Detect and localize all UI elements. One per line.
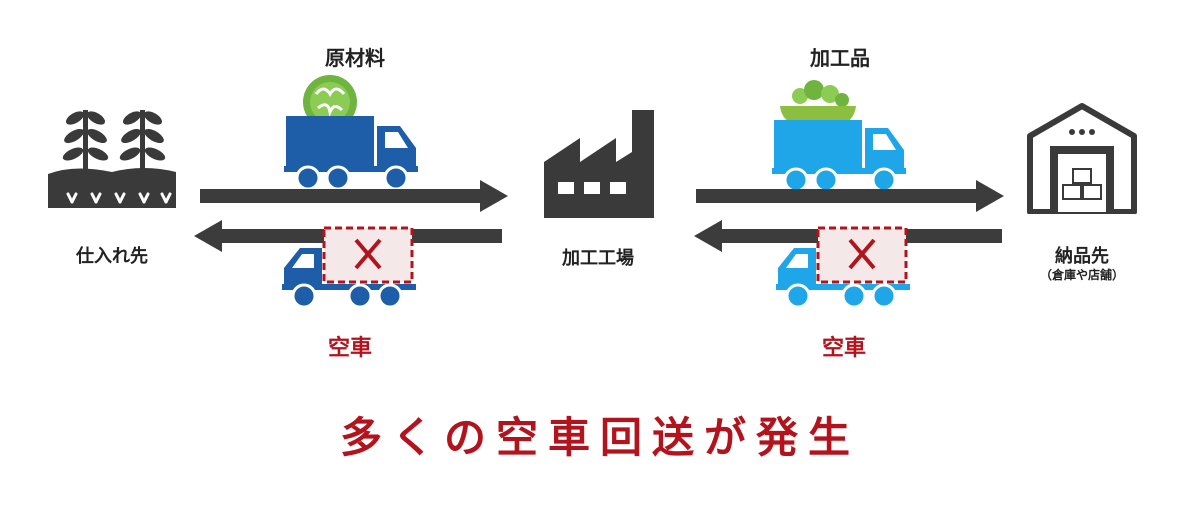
- warehouse-icon: [1026, 102, 1138, 214]
- empty-truck-icon: [774, 224, 914, 314]
- supplier-icon: [44, 102, 180, 212]
- cross-icon: [848, 238, 876, 270]
- headline: 多くの空車回送が発生: [339, 413, 860, 462]
- processed-goods-label: 加工品: [810, 46, 870, 70]
- destination-label: 納品先: [1055, 246, 1109, 267]
- arrow-supplier-to-factory: [200, 180, 508, 212]
- factory-label: 加工工場: [562, 248, 634, 269]
- loaded-truck-icon: [282, 74, 422, 194]
- supplier-label: 仕入れ先: [76, 246, 148, 267]
- empty-truck-icon: [280, 224, 420, 314]
- empty-label-left: 空車: [327, 336, 372, 361]
- arrow-factory-to-destination: [696, 180, 1004, 212]
- factory-icon: [540, 108, 656, 220]
- empty-label-right: 空車: [821, 336, 866, 361]
- lettuce-icon: [303, 75, 357, 129]
- raw-material-label: 原材料: [325, 46, 385, 70]
- loaded-truck-icon: [770, 76, 910, 196]
- cross-icon: [354, 238, 382, 270]
- destination-sub-label: （倉庫や店舗）: [1039, 268, 1124, 282]
